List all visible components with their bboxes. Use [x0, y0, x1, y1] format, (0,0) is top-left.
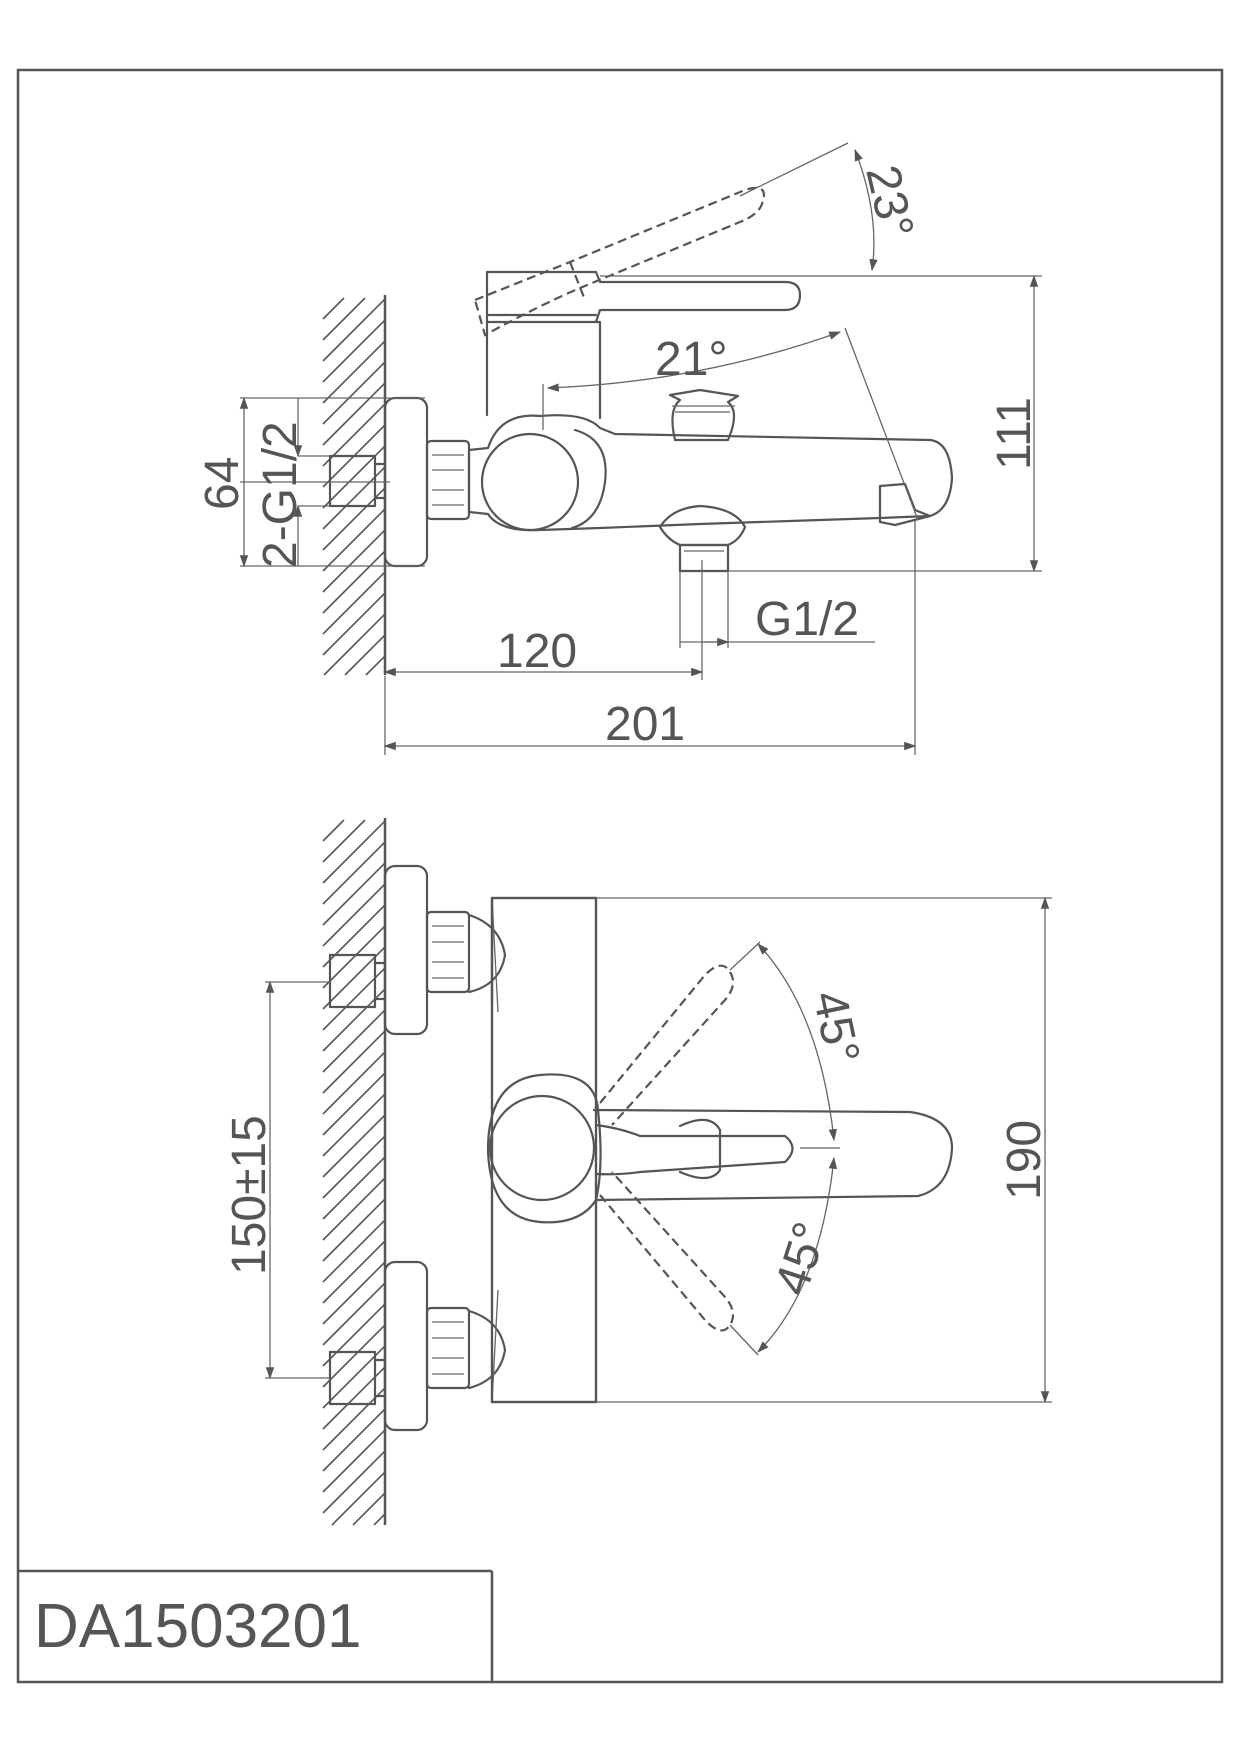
wall-hatching-front: [322, 819, 386, 1526]
hatch-line: [373, 1513, 386, 1526]
handle-front: [592, 1108, 954, 1202]
nut-lower: [425, 1306, 471, 1390]
hatch-line: [322, 1408, 386, 1472]
dim-height-front: 190: [596, 896, 1052, 1404]
dim-64-label: 64: [196, 457, 249, 510]
hatch-line: [322, 1072, 386, 1136]
hatch-line: [322, 883, 386, 947]
title-block: DA1503201: [18, 1569, 494, 1682]
side-view: 64 2-G1/2 111 23° 21°: [196, 142, 1042, 755]
hatch-line: [322, 298, 386, 362]
diverter-knob-side: [668, 388, 740, 442]
hatch-line: [322, 382, 386, 446]
dim-outlet-thread: G1/2: [679, 571, 875, 648]
hatch-line: [322, 1114, 386, 1178]
hatch-line: [322, 1156, 386, 1220]
hatch-line: [322, 862, 386, 926]
hatch-line: [322, 1030, 386, 1094]
hatch-line: [322, 819, 345, 842]
hatch-line: [322, 1450, 386, 1514]
hatch-line: [322, 1240, 386, 1304]
hatch-line: [322, 1324, 386, 1388]
dim-201-label: 201: [605, 698, 685, 751]
handle-side: [485, 270, 802, 324]
dim-handle-swing-angle: 21°: [542, 327, 919, 521]
dim-total-depth: 201: [383, 520, 917, 755]
hatch-line: [322, 1198, 386, 1262]
hatch-line: [322, 1429, 386, 1493]
wall-flange-lower: [383, 1260, 429, 1432]
dim-rotation-upper: 45°: [729, 941, 869, 1149]
hatch-line: [322, 1219, 386, 1283]
handle-rotated-up-dashed: [599, 964, 735, 1126]
shower-outlet-side: [658, 504, 747, 547]
hatch-line: [322, 592, 386, 656]
hatch-line: [322, 820, 386, 884]
wall-flange-upper: [383, 864, 429, 1036]
hatch-line: [322, 819, 366, 863]
cartridge-cap-front: [488, 1094, 596, 1202]
hatch-line: [322, 1051, 386, 1115]
dim-111-label: 111: [988, 397, 1041, 470]
dim-150-label: 150±15: [223, 1115, 276, 1275]
hatch-line: [322, 1303, 386, 1367]
shower-outlet-thread: [678, 543, 730, 573]
dim-height-side: 111: [600, 274, 1042, 573]
hatch-line: [331, 1471, 386, 1526]
front-view: 190 150±15 45° 45°: [223, 818, 1052, 1526]
cartridge-housing-front: [486, 1073, 602, 1224]
dim-45-lower-label: 45°: [765, 1216, 838, 1301]
handle-lifted-dashed: [473, 186, 766, 337]
hatch-line: [344, 634, 386, 676]
hatch-line: [322, 925, 386, 989]
wall-flange-side: [383, 396, 429, 568]
dim-120-label: 120: [497, 625, 577, 678]
hatch-line: [322, 1261, 386, 1325]
cartridge-circle-side: [480, 432, 580, 532]
hatch-line: [322, 1009, 386, 1073]
hatch-line: [322, 1093, 386, 1157]
hatch-line: [322, 361, 386, 425]
nut-upper: [425, 910, 471, 994]
hatch-line: [322, 550, 386, 614]
nut-side: [425, 439, 471, 521]
hatch-line: [322, 297, 366, 341]
dim-inlet-spacing: 64 2-G1/2: [196, 396, 425, 568]
hatch-line: [323, 613, 386, 676]
hatch-line: [322, 571, 386, 635]
hatch-line: [365, 655, 386, 676]
hatch-line: [322, 340, 386, 404]
dim-g12-label: G1/2: [755, 593, 859, 646]
dim-center-distance: 150±15: [223, 980, 330, 1380]
hatch-line: [322, 508, 386, 572]
dim-rotation-lower: 45°: [729, 1156, 838, 1356]
eccentric-connector-side: [328, 454, 377, 508]
dim-45-upper-label: 45°: [802, 986, 869, 1068]
hatch-line: [322, 904, 386, 968]
dim-23-label: 23°: [855, 161, 923, 244]
hatch-line: [322, 529, 386, 593]
mixer-body-front: [490, 896, 598, 1404]
hatch-line: [322, 841, 386, 905]
spout-tip-side: [878, 482, 932, 527]
hatch-line: [322, 1135, 386, 1199]
hatch-line: [322, 297, 345, 320]
sheet-frame: [16, 68, 1224, 1684]
dim-handle-lift-angle: 23°: [739, 142, 923, 272]
dim-inlet-thread-label: 2-G1/2: [254, 421, 307, 568]
hatch-line: [352, 1492, 386, 1526]
eccentric-connector-upper: [328, 953, 377, 1009]
hatch-line: [322, 319, 386, 383]
hatch-line: [322, 1282, 386, 1346]
model-code: DA1503201: [34, 1592, 362, 1661]
handle-rotated-down-dashed: [599, 1171, 735, 1332]
dim-190-label: 190: [998, 1120, 1051, 1200]
dim-outlet-distance: 120: [383, 560, 704, 680]
dim-21-label: 21°: [655, 333, 728, 386]
hatch-line: [322, 1177, 386, 1241]
